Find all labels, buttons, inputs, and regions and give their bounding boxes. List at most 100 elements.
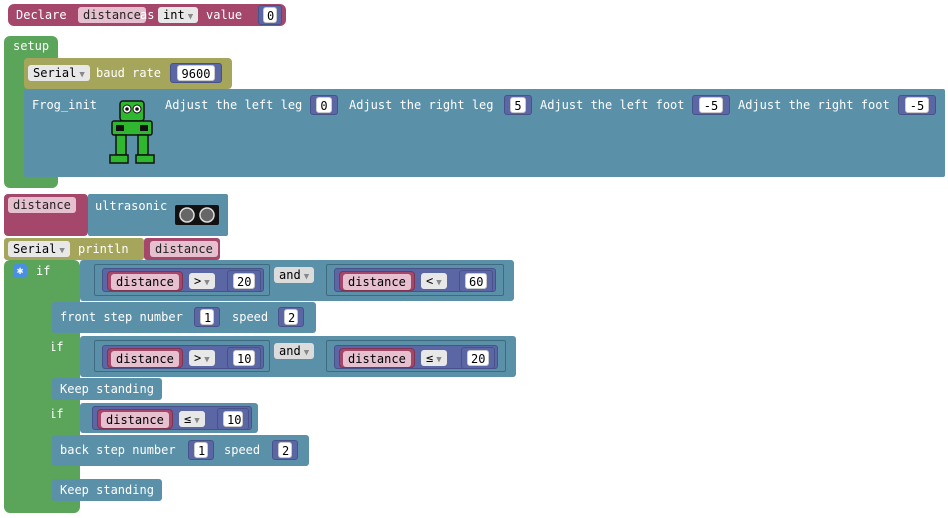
cond2-and-block[interactable]: distance >▼ 10 and▼ distance ≤▼ 20 (80, 336, 516, 377)
left-leg-input[interactable]: 0 (316, 97, 332, 113)
ultrasonic-sensor-icon (175, 205, 219, 225)
cond2-right-val[interactable]: 20 (467, 350, 489, 366)
gear-icon[interactable]: ✱ (13, 264, 27, 278)
dropdown-arrow-icon: ▼ (303, 348, 310, 358)
cond1-right-op-dropdown[interactable]: <▼ (421, 273, 447, 289)
cond3-var-block[interactable]: distance (97, 409, 173, 429)
cond3-block-container[interactable]: distance ≤▼ 10 (80, 403, 258, 433)
cond1-left-val[interactable]: 20 (233, 273, 255, 289)
cond1-logic-text: and (279, 268, 301, 282)
cond2-left-val-block[interactable]: 10 (227, 347, 261, 369)
declare-value-input[interactable]: 0 (263, 7, 277, 23)
cond2-left-op-dropdown[interactable]: >▼ (189, 350, 215, 366)
frog-init-label: Frog_init (32, 98, 98, 112)
front-step-block[interactable]: front step number 1 speed 2 (52, 302, 316, 333)
front-speed-label: speed (232, 310, 269, 324)
serial-baud-block[interactable]: Serial▼ baud rate 9600 (24, 58, 232, 89)
cond1-left-compare[interactable]: distance >▼ 20 (102, 268, 264, 292)
if-label: if (36, 264, 51, 278)
cond2-left-var: distance (111, 351, 179, 367)
baud-value-input[interactable]: 9600 (177, 65, 215, 81)
keep-standing-label-2: Keep standing (60, 483, 154, 497)
front-step-num-input[interactable]: 1 (200, 309, 214, 325)
declare-var-field[interactable]: distance (78, 7, 146, 23)
cond1-right-val-block[interactable]: 60 (459, 270, 493, 292)
right-foot-block[interactable]: -5 (898, 95, 936, 115)
cond1-right-slot (326, 264, 504, 296)
right-leg-input[interactable]: 5 (510, 97, 526, 113)
cond1-right-var-block[interactable]: distance (339, 271, 415, 291)
dropdown-arrow-icon: ▼ (436, 355, 442, 365)
serial-port-text: Serial (33, 66, 77, 80)
ultrasonic-block[interactable]: ultrasonic (88, 194, 228, 236)
cond2-logic-dropdown[interactable]: and▼ (274, 343, 315, 359)
cond2-left-val[interactable]: 10 (233, 350, 255, 366)
cond2-left-var-block[interactable]: distance (107, 348, 183, 368)
front-speed-block[interactable]: 2 (278, 307, 304, 327)
declare-block[interactable]: Declare distance as int▼ value 0 (8, 4, 286, 26)
back-speed-block[interactable]: 2 (272, 440, 298, 460)
left-leg-label: Adjust the left leg (165, 98, 303, 112)
cond2-right-slot (326, 340, 506, 372)
left-leg-block[interactable]: 0 (310, 95, 338, 115)
declare-value-block[interactable]: 0 (258, 5, 282, 25)
cond3-compare[interactable]: distance ≤▼ 10 (92, 406, 252, 430)
serial-println-block[interactable]: Serial▼ println (4, 238, 144, 260)
declare-value-label: value (206, 8, 243, 22)
back-speed-label: speed (224, 443, 261, 457)
back-step-block[interactable]: back step number 1 speed 2 (52, 435, 309, 466)
cond1-left-val-block[interactable]: 20 (227, 270, 261, 292)
cond3-op-dropdown[interactable]: ≤▼ (179, 411, 205, 427)
right-leg-block[interactable]: 5 (504, 95, 532, 115)
cond2-logic-text: and (279, 344, 301, 358)
cond1-left-op-dropdown[interactable]: >▼ (189, 273, 215, 289)
back-step-num-input[interactable]: 1 (194, 442, 208, 458)
println-port-dropdown[interactable]: Serial▼ (8, 241, 70, 257)
dropdown-arrow-icon: ▼ (59, 246, 65, 256)
frog-init-block[interactable]: Frog_init Adjust the left leg 0 Adjust t… (24, 89, 945, 177)
front-speed-input[interactable]: 2 (284, 309, 298, 325)
cond1-left-var-block[interactable]: distance (107, 271, 183, 291)
cond2-right-var: distance (343, 351, 411, 367)
keep-standing-label-1: Keep standing (60, 382, 154, 396)
cond1-right-compare[interactable]: distance <▼ 60 (334, 268, 496, 292)
cond3-val[interactable]: 10 (223, 411, 243, 427)
back-step-num-block[interactable]: 1 (188, 440, 214, 460)
front-step-num-block[interactable]: 1 (194, 307, 220, 327)
front-step-label: front step number (60, 310, 183, 324)
cond2-left-slot (94, 340, 270, 372)
cond1-left-slot (94, 264, 270, 296)
assign-distance-block[interactable]: distance (4, 194, 88, 236)
cond1-and-block[interactable]: distance >▼ 20 and▼ distance <▼ 60 (80, 260, 514, 301)
declare-label: Declare (16, 8, 67, 22)
right-foot-input[interactable]: -5 (905, 97, 929, 113)
cond3-op-text: ≤ (184, 412, 192, 426)
left-foot-input[interactable]: -5 (699, 97, 723, 113)
cond1-left-op-text: > (194, 274, 202, 288)
serial-port-dropdown[interactable]: Serial▼ (28, 65, 90, 81)
cond2-right-var-block[interactable]: distance (339, 348, 415, 368)
assign-var-field[interactable]: distance (8, 197, 76, 213)
baud-value-block[interactable]: 9600 (170, 63, 222, 83)
left-foot-block[interactable]: -5 (692, 95, 730, 115)
back-step-label: back step number (60, 443, 176, 457)
right-foot-label: Adjust the right foot (738, 98, 890, 112)
println-var-block[interactable]: distance (144, 238, 220, 260)
cond2-right-compare[interactable]: distance ≤▼ 20 (334, 345, 498, 369)
keep-standing-block-2[interactable]: Keep standing (52, 479, 162, 501)
cond2-right-val-block[interactable]: 20 (461, 347, 495, 369)
cond2-right-op-dropdown[interactable]: ≤▼ (421, 350, 447, 366)
cond3-val-block[interactable]: 10 (217, 408, 249, 430)
declare-type-dropdown[interactable]: int▼ (158, 7, 199, 23)
println-var-field[interactable]: distance (150, 241, 218, 257)
cond2-left-compare[interactable]: distance >▼ 10 (102, 345, 264, 369)
cond2-right-op-text: ≤ (426, 351, 434, 365)
right-leg-label: Adjust the right leg (349, 98, 494, 112)
keep-standing-block-1[interactable]: Keep standing (52, 378, 162, 400)
cond1-right-val[interactable]: 60 (465, 273, 487, 289)
cond1-right-op-text: < (426, 274, 434, 288)
back-speed-input[interactable]: 2 (278, 442, 292, 458)
dropdown-arrow-icon: ▼ (303, 272, 310, 282)
cond1-logic-dropdown[interactable]: and▼ (274, 267, 315, 283)
frog-robot-icon (109, 100, 155, 164)
